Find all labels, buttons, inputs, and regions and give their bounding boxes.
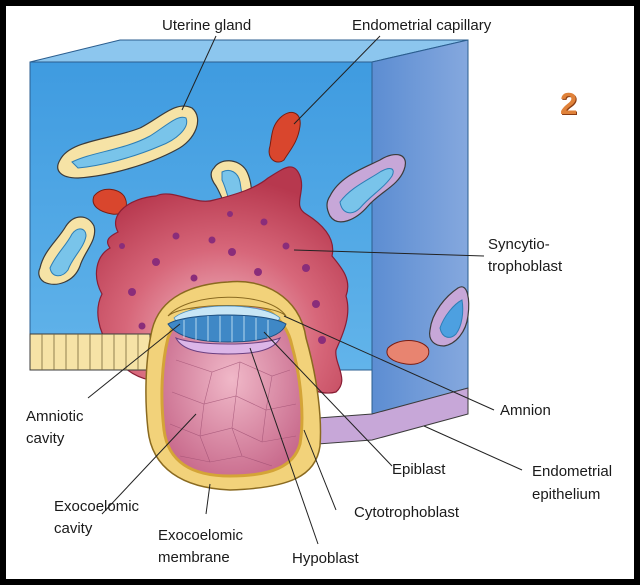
label-endometrial-epithelium-line1: Endometrial [532, 463, 612, 481]
label-hypoblast: Hypoblast [292, 550, 359, 568]
figure-number-badge: 2 [560, 86, 577, 122]
label-exocoelomic-cavity-line2: cavity [54, 520, 92, 538]
label-epiblast: Epiblast [392, 461, 445, 479]
label-exocoelomic-cavity-line1: Exocoelomic [54, 498, 139, 516]
label-exocoelomic-membrane-line2: membrane [158, 549, 230, 567]
label-amniotic-cavity-line1: Amniotic [26, 408, 84, 426]
label-exocoelomic-membrane-line1: Exocoelomic [158, 527, 243, 545]
label-endometrial-capillary: Endometrial capillary [352, 17, 491, 35]
label-amnion: Amnion [500, 402, 551, 420]
label-endometrial-epithelium-line2: epithelium [532, 486, 600, 504]
endometrial-capillary-3 [387, 341, 429, 365]
label-cytotrophoblast: Cytotrophoblast [354, 504, 459, 522]
label-uterine-gland: Uterine gland [162, 17, 251, 35]
label-syncytiotrophoblast-line2: trophoblast [488, 258, 562, 276]
label-amniotic-cavity-line2: cavity [26, 430, 64, 448]
label-syncytiotrophoblast-line1: Syncytio- [488, 236, 550, 254]
